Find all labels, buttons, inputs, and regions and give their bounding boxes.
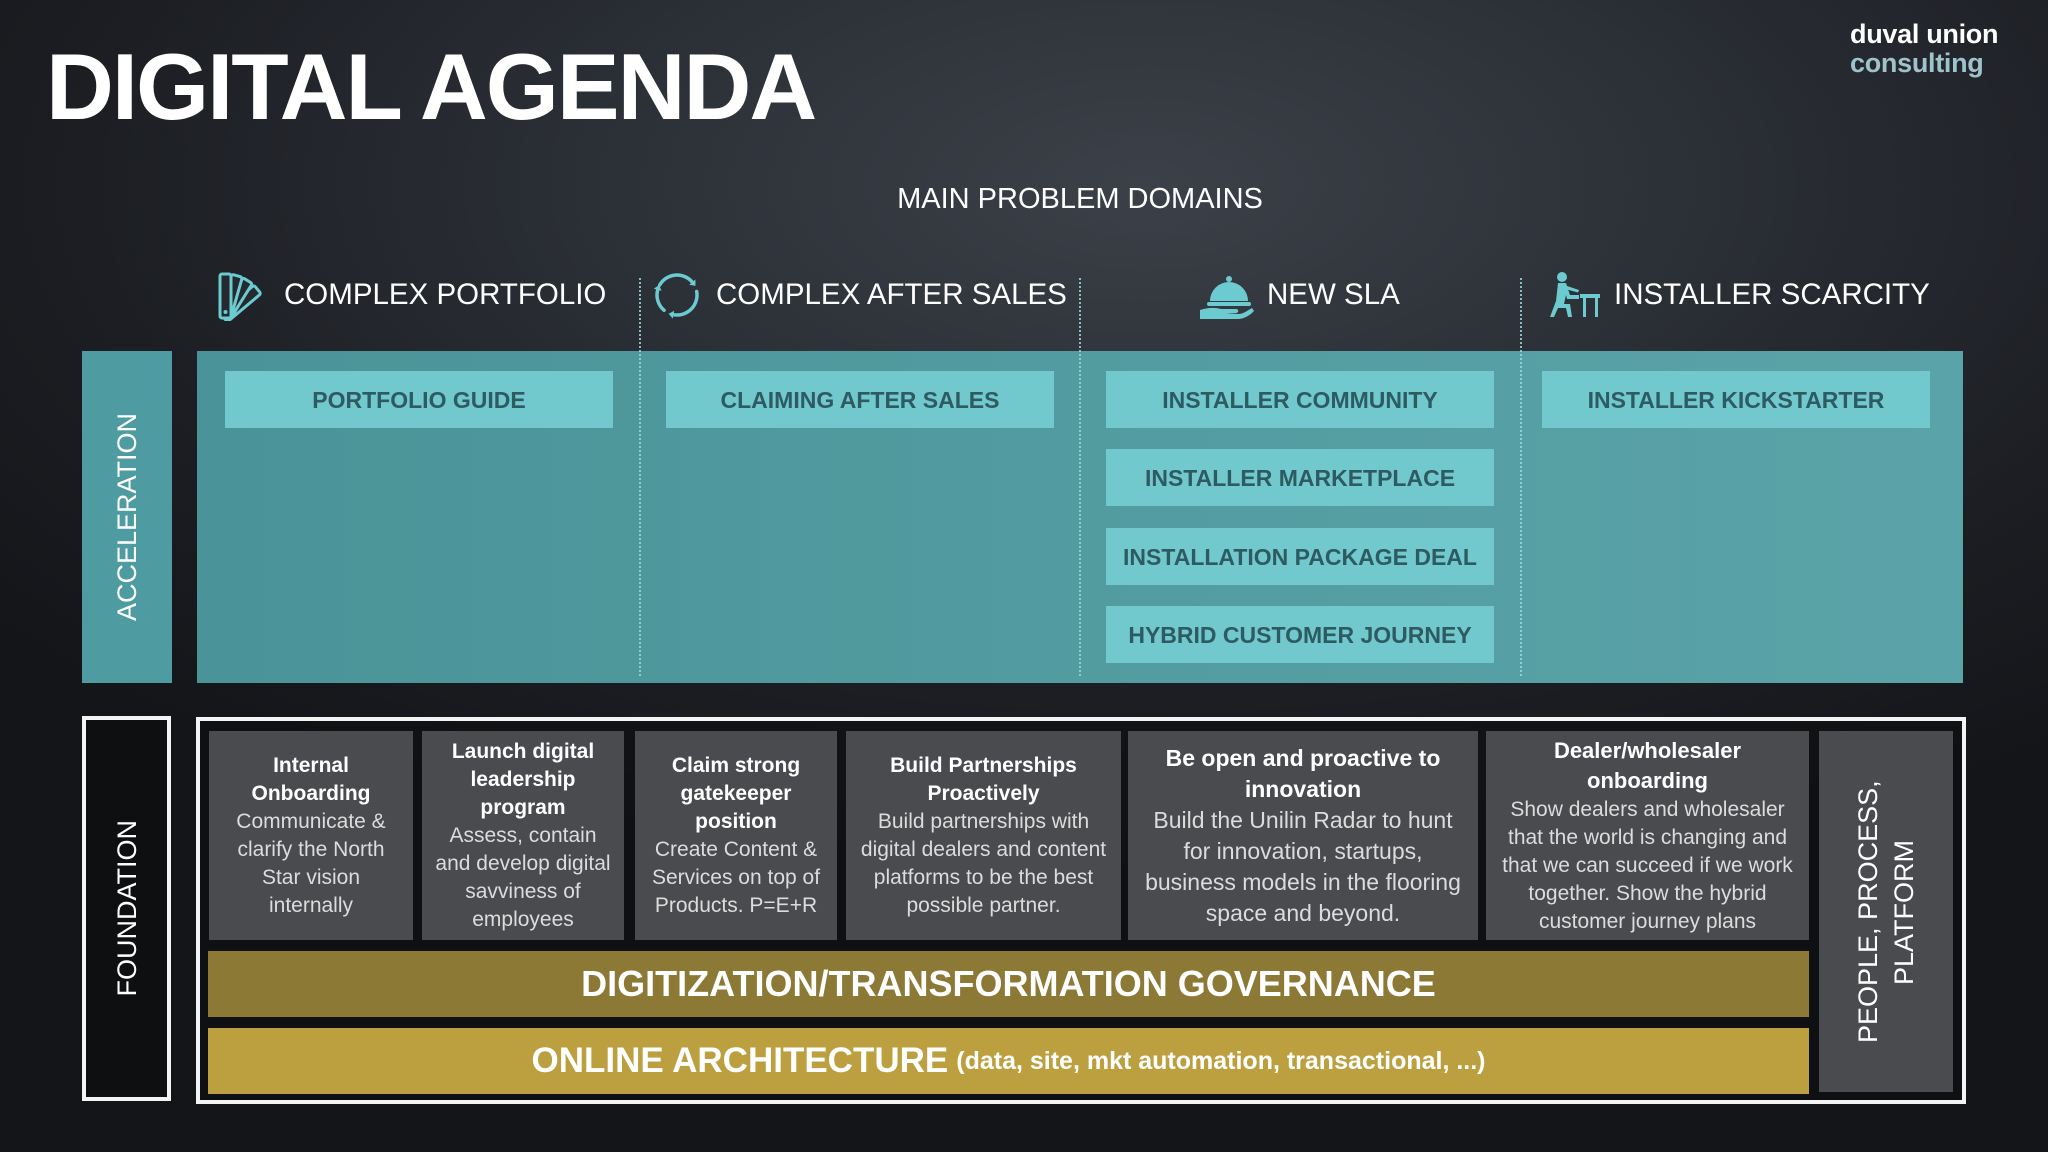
initiative-card: Claim strong gatekeeper position Create …: [635, 731, 837, 940]
acceleration-tile: INSTALLER COMMUNITY: [1106, 371, 1494, 428]
initiative-text: Communicate & clarify the North Star vis…: [236, 809, 386, 917]
domain-complex-after-sales: COMPLEX AFTER SALES: [650, 267, 1067, 323]
service-bell-icon: [1199, 269, 1255, 321]
acceleration-label-box: ACCELERATION: [82, 351, 172, 683]
initiative-text: Show dealers and wholesaler that the wor…: [1502, 797, 1793, 933]
initiative-title: Dealer/wholesaler onboarding: [1553, 737, 1742, 793]
initiative-card: Be open and proactive to innovation Buil…: [1128, 731, 1478, 940]
online-architecture-bar: ONLINE ARCHITECTURE (data, site, mkt aut…: [208, 1028, 1809, 1094]
column-divider: [1079, 278, 1081, 676]
foundation-label-box: FOUNDATION: [82, 716, 171, 1101]
cycle-arrows-icon: [650, 269, 704, 321]
architecture-title: ONLINE ARCHITECTURE: [531, 1041, 949, 1080]
initiative-title: Launch digital leadership program: [451, 739, 595, 819]
slide-title: DIGITAL AGENDA: [46, 34, 817, 139]
logo-line-1: duval union: [1850, 19, 1999, 49]
installer-icon: [1546, 271, 1602, 319]
initiative-title: Build Partnerships Proactively: [890, 753, 1077, 805]
foundation-label: FOUNDATION: [111, 820, 142, 997]
domain-new-sla: NEW SLA: [1199, 267, 1400, 323]
governance-bar: DIGITIZATION/TRANSFORMATION GOVERNANCE: [208, 951, 1809, 1017]
section-heading: MAIN PROBLEM DOMAINS: [897, 183, 1263, 215]
initiative-text: Build the Unilin Radar to hunt for innov…: [1145, 806, 1461, 926]
domain-label: INSTALLER SCARCITY: [1614, 278, 1930, 311]
people-process-platform-pillar: PEOPLE, PROCESS, PLATFORM: [1819, 731, 1953, 1092]
column-divider: [1520, 278, 1522, 676]
company-logo: duval union consulting: [1850, 19, 1999, 78]
initiative-card: Build Partnerships Proactively Build par…: [846, 731, 1121, 940]
logo-line-2: consulting: [1850, 48, 1984, 78]
domain-label: COMPLEX PORTFOLIO: [284, 278, 607, 311]
swatch-fan-icon: [217, 269, 272, 321]
domain-label: NEW SLA: [1267, 278, 1400, 311]
initiative-title: Be open and proactive to innovation: [1165, 744, 1441, 802]
initiative-text: Build partnerships with digital dealers …: [860, 809, 1107, 917]
domain-installer-scarcity: INSTALLER SCARCITY: [1546, 267, 1930, 323]
architecture-detail: (data, site, mkt automation, transaction…: [956, 1046, 1486, 1075]
acceleration-label: ACCELERATION: [112, 412, 142, 622]
acceleration-tile: INSTALLER KICKSTARTER: [1542, 371, 1930, 428]
acceleration-tile: PORTFOLIO GUIDE: [225, 371, 613, 428]
acceleration-tile: INSTALLER MARKETPLACE: [1106, 449, 1494, 506]
initiative-text: Assess, contain and develop digital savv…: [435, 823, 611, 931]
initiative-text: Create Content & Services on top of Prod…: [651, 837, 821, 917]
domain-complex-portfolio: COMPLEX PORTFOLIO: [217, 267, 606, 323]
column-divider: [639, 278, 641, 676]
initiative-title: Claim strong gatekeeper position: [671, 753, 801, 833]
initiative-card: Dealer/wholesaler onboarding Show dealer…: [1486, 731, 1809, 940]
governance-label: DIGITIZATION/TRANSFORMATION GOVERNANCE: [581, 963, 1436, 1004]
acceleration-tile: INSTALLATION PACKAGE DEAL: [1106, 528, 1494, 585]
acceleration-tile: HYBRID CUSTOMER JOURNEY: [1106, 606, 1494, 663]
pillar-label: PEOPLE, PROCESS, PLATFORM: [1853, 780, 1919, 1043]
domain-label: COMPLEX AFTER SALES: [716, 278, 1067, 311]
initiative-card: Launch digital leadership program Assess…: [422, 731, 624, 940]
acceleration-tile: CLAIMING AFTER SALES: [666, 371, 1054, 428]
initiative-card: Internal Onboarding Communicate & clarif…: [209, 731, 413, 940]
initiative-title: Internal Onboarding: [251, 753, 371, 805]
